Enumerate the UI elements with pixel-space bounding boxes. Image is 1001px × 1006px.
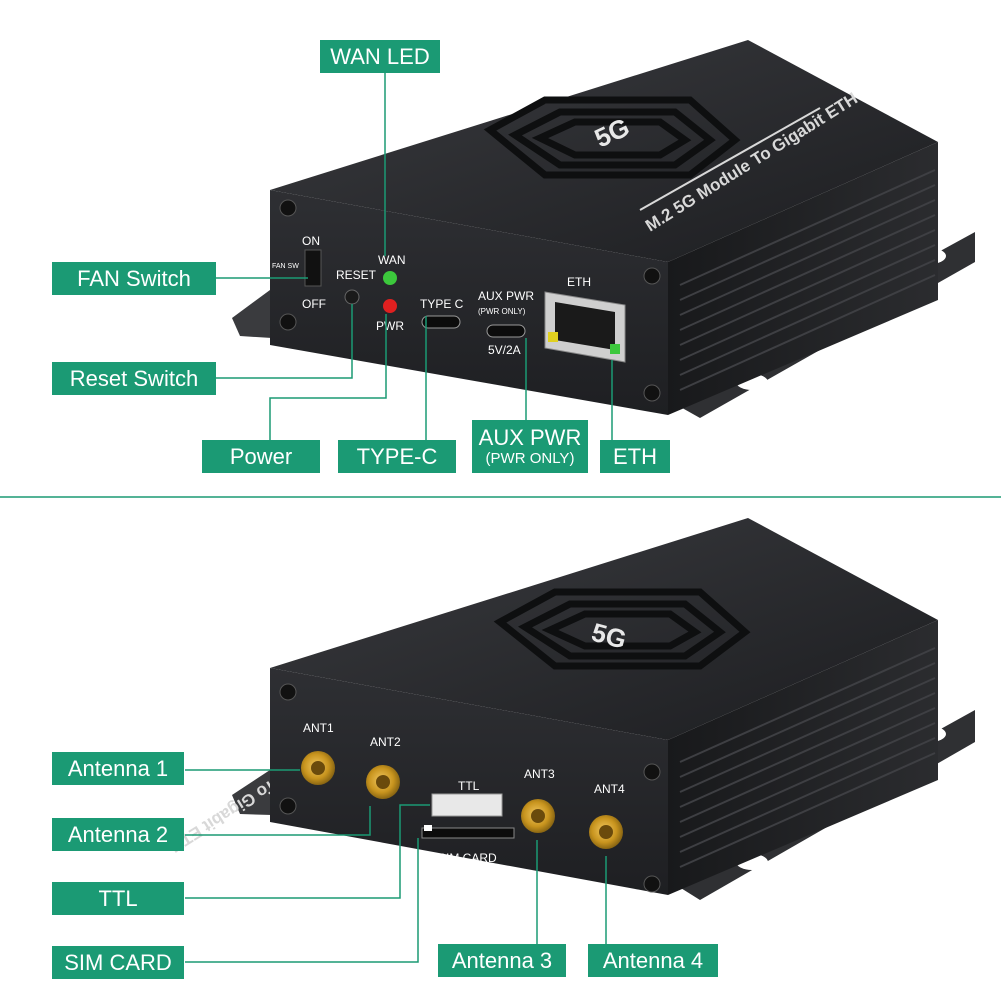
callout-power: Power	[202, 440, 320, 473]
hex-vent	[483, 96, 741, 179]
callout-type-c: TYPE-C	[338, 440, 456, 473]
callout-antenna-2: Antenna 2	[52, 818, 184, 851]
fan-switch	[304, 249, 322, 287]
eth-led-yellow	[548, 332, 558, 342]
back-panel	[270, 668, 668, 895]
type-c-label: TYPE C	[420, 297, 464, 311]
eth-port-inner	[555, 302, 615, 350]
device-top-surface	[270, 40, 938, 262]
callout-ttl: TTL	[52, 882, 184, 915]
type-c-port	[421, 315, 461, 329]
ttl-label: TTL	[458, 779, 480, 793]
screw	[643, 384, 661, 402]
device-side	[668, 142, 938, 415]
mount-flange-left	[232, 770, 272, 815]
reset-button	[344, 289, 360, 305]
callout-antenna-3: Antenna 3	[438, 944, 566, 977]
aux-rating-label: 5V/2A	[488, 343, 521, 357]
off-label: OFF	[302, 297, 326, 311]
ant4-label: ANT4	[594, 782, 625, 796]
side-fins	[679, 647, 936, 868]
sim-card-label: SIM CARD	[438, 851, 497, 865]
eth-label: ETH	[567, 275, 591, 289]
ttl-connector	[431, 793, 503, 817]
callout-aux-pwr-sub: (PWR ONLY)	[485, 450, 575, 467]
pwr-label: PWR	[376, 319, 404, 333]
callout-aux-pwr-title: AUX PWR	[478, 425, 582, 450]
wan-led	[383, 271, 397, 285]
ant3-label: ANT3	[524, 767, 555, 781]
side-fins	[679, 169, 936, 391]
screw	[643, 875, 661, 893]
on-label: ON	[302, 234, 320, 248]
sim-eject	[424, 825, 432, 831]
callout-aux-pwr: AUX PWR (PWR ONLY)	[472, 420, 588, 473]
callout-wan-led: WAN LED	[320, 40, 440, 73]
screw	[279, 797, 297, 815]
callout-reset-switch: Reset Switch	[52, 362, 216, 395]
callout-sim-card: SIM CARD	[52, 946, 184, 979]
screw	[279, 683, 297, 701]
device-bottom: 5G M.2 5G Module To Gigabit ETH ANT1 ANT…	[166, 518, 975, 900]
antenna-connector-4-core	[599, 825, 613, 839]
reset-label: RESET	[336, 268, 377, 282]
wan-label: WAN	[378, 253, 406, 267]
mount-flange-left	[232, 290, 272, 338]
eth-led-green	[610, 344, 620, 354]
screw	[643, 267, 661, 285]
aux-pwr-sub-label: (PWR ONLY)	[478, 307, 526, 316]
screw	[643, 763, 661, 781]
callout-antenna-4: Antenna 4	[588, 944, 718, 977]
leader-lines-bottom	[185, 769, 607, 963]
print-arrow	[639, 107, 821, 211]
screw	[279, 199, 297, 217]
antenna-connector-2-core	[376, 775, 390, 789]
pwr-led	[383, 299, 397, 313]
hex-vent	[493, 588, 751, 670]
device-top-surface	[270, 518, 938, 740]
fan-sw-label: FAN SW	[272, 263, 299, 270]
aux-pwr-port	[486, 324, 526, 338]
callout-fan-switch: FAN Switch	[52, 262, 216, 295]
sim-card-slot	[421, 827, 515, 839]
aux-pwr-label: AUX PWR	[478, 289, 534, 303]
callout-antenna-1: Antenna 1	[52, 752, 184, 785]
antenna-connector-3-core	[531, 809, 545, 823]
ant1-label: ANT1	[303, 721, 334, 735]
leader-lines-top	[215, 72, 613, 440]
screw	[279, 313, 297, 331]
callout-eth: ETH	[600, 440, 670, 473]
device-top: 5G M.2 5G Module To Gigabit ETH ON FAN S…	[232, 40, 975, 418]
front-panel	[270, 190, 668, 415]
antenna-connector-1-core	[311, 761, 325, 775]
ant2-label: ANT2	[370, 735, 401, 749]
